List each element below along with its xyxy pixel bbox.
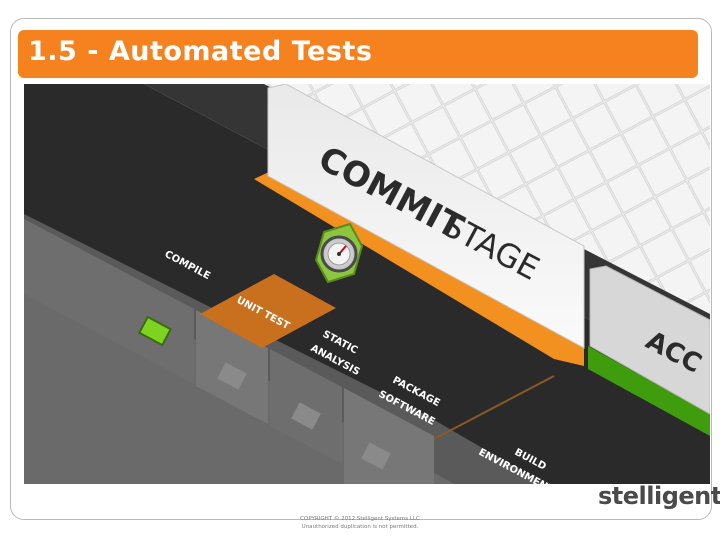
copyright-notice: COPYRIGHT © 2012 Stelligent Systems LLC … (240, 515, 480, 531)
panel-inset (361, 442, 391, 470)
accept-stage-sign (589, 265, 710, 415)
unit-test-highlight (200, 274, 336, 348)
gauge-icon (314, 222, 364, 284)
pipeline-front-face (24, 214, 544, 484)
title-bar: 1.5 - Automated Tests (18, 30, 698, 78)
brand-logo: stelligent (598, 482, 720, 510)
commit-orange-stripe (254, 164, 584, 366)
track-divider (433, 375, 555, 440)
commit-stage-sign (267, 84, 585, 349)
pipeline-illustration: COMMIT STAGE ACC COMPILE UNIT TEST STATI… (24, 84, 710, 484)
panel-inset (217, 362, 247, 390)
slide-title: 1.5 - Automated Tests (28, 36, 373, 67)
panel-inset (291, 402, 321, 430)
copyright-line: Unauthorized duplication is not permitte… (301, 524, 419, 530)
copyright-line: COPYRIGHT © 2012 Stelligent Systems LLC (300, 516, 420, 522)
status-light-icon (137, 315, 173, 347)
step-panel-compile (24, 219, 194, 384)
accept-stage-green (588, 346, 710, 436)
